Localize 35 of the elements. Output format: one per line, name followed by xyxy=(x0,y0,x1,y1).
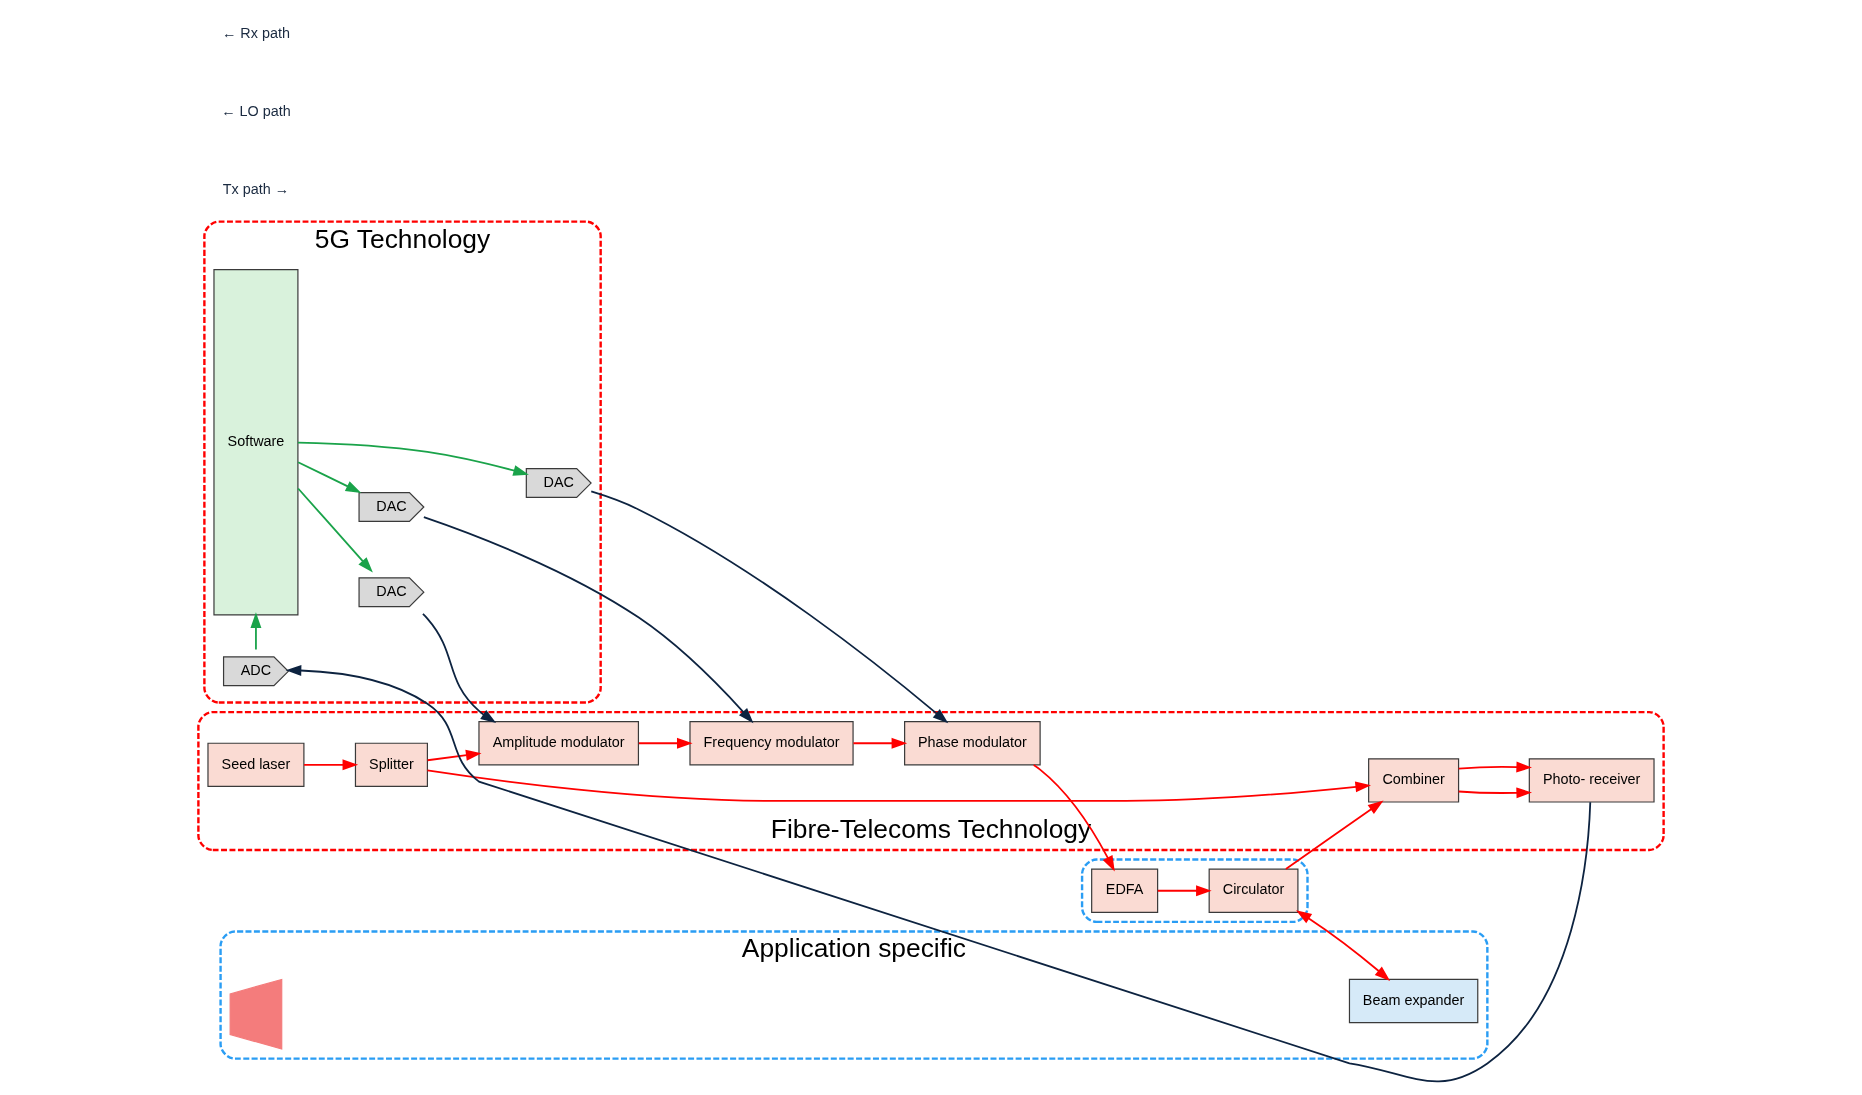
cluster xyxy=(1080,858,1309,924)
arrow xyxy=(1296,910,1391,981)
arrow xyxy=(250,612,262,651)
node-box: EDFA xyxy=(1091,868,1159,913)
arrow xyxy=(1285,800,1384,870)
node-box: Photo- receiver xyxy=(1528,758,1655,803)
arrow xyxy=(297,441,529,476)
node-trapezoid xyxy=(229,978,283,1050)
arrow xyxy=(297,461,362,493)
arrow xyxy=(590,490,949,724)
node-box: Splitter xyxy=(354,742,428,787)
arrow xyxy=(285,665,1592,1083)
arrow xyxy=(637,737,693,749)
node-box: Software xyxy=(213,269,299,616)
node-box: Seed laser xyxy=(207,742,305,787)
label: Tx path → xyxy=(222,181,290,198)
arrow xyxy=(297,487,373,573)
node-box: Frequency modulator xyxy=(689,721,854,766)
arrow xyxy=(426,769,1371,802)
label: ← Rx path xyxy=(221,25,290,42)
arrow xyxy=(426,749,482,762)
node-box: Circulator xyxy=(1208,868,1299,913)
arrow xyxy=(422,612,497,724)
arrow xyxy=(1156,885,1212,897)
arrow xyxy=(1032,764,1115,872)
arrow xyxy=(1457,761,1532,773)
node-box: Combiner xyxy=(1368,758,1460,803)
arrow xyxy=(422,516,754,724)
label: ← LO path xyxy=(221,103,291,120)
arrow xyxy=(852,737,908,749)
node-box: Phase modulator xyxy=(904,721,1041,766)
node-box: Amplitude modulator xyxy=(478,721,640,766)
node-box: Beam expander xyxy=(1348,978,1479,1024)
arrow xyxy=(1457,787,1532,799)
arrow xyxy=(303,759,359,771)
